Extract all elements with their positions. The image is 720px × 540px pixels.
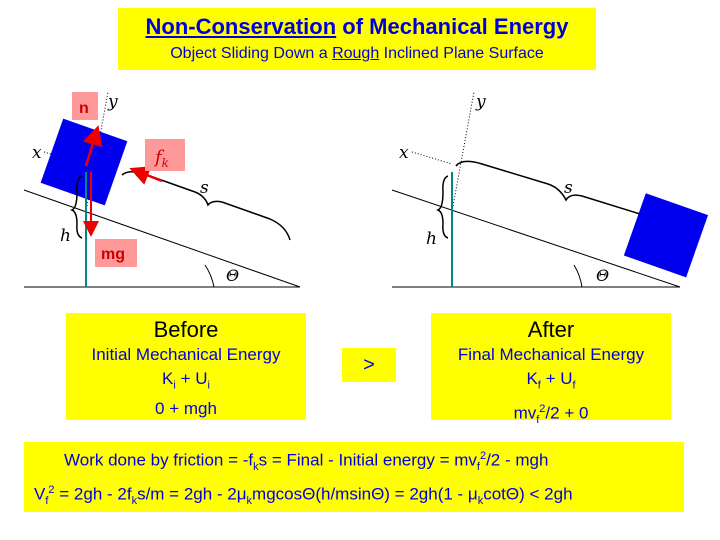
vf-p1: V bbox=[34, 484, 46, 504]
title-box: Non-Conservation of Mechanical Energy Ob… bbox=[118, 8, 596, 70]
s-label-right: s bbox=[564, 178, 573, 198]
work-sup-2: 2 bbox=[479, 450, 487, 462]
before-u: + U bbox=[175, 369, 208, 388]
h-brace-right bbox=[435, 175, 449, 239]
after-line-3: mvf2/2 + 0 bbox=[431, 397, 671, 432]
after-u: + U bbox=[540, 369, 573, 388]
angle-arc-left bbox=[204, 264, 215, 288]
before-line-3: 0 + mgh bbox=[155, 399, 217, 419]
after-u-sub: f bbox=[572, 379, 576, 392]
theta-label-right: Θ bbox=[596, 266, 609, 285]
y-axis-right bbox=[452, 91, 475, 207]
s-label-left: s bbox=[200, 178, 209, 198]
work-part-1: Work done by friction = -f bbox=[64, 450, 254, 470]
before-panel: Before Initial Mechanical Energy Ki + Ui… bbox=[66, 313, 306, 420]
work-sub-2: f bbox=[476, 461, 480, 474]
work-part-2: s = Final - Initial energy = mv bbox=[258, 450, 477, 470]
work-equation: Work done by friction = -fks = Final - I… bbox=[64, 450, 548, 473]
equations-box: Work done by friction = -fks = Final - I… bbox=[24, 442, 684, 512]
vf-s3: k bbox=[246, 495, 253, 508]
work-part-3: /2 - mgh bbox=[486, 450, 549, 470]
weight-label-box bbox=[95, 239, 137, 267]
x-label-right: x bbox=[399, 143, 409, 163]
vf-s4: k bbox=[477, 495, 484, 508]
page-subtitle: Object Sliding Down a Rough Inclined Pla… bbox=[118, 45, 596, 63]
weight-label: mg bbox=[101, 246, 125, 263]
vf-p3: s/m = 2gh - 2μ bbox=[137, 484, 247, 504]
before-u-sub: i bbox=[207, 379, 210, 392]
incline-surface-right bbox=[391, 189, 681, 288]
after-k: K bbox=[526, 369, 538, 388]
title-underlined: Non-Conservation bbox=[145, 14, 337, 39]
friction-arrow bbox=[129, 166, 163, 185]
theta-label-left: Θ bbox=[226, 266, 239, 285]
y-label-right: y bbox=[475, 92, 486, 112]
angle-arc-right bbox=[573, 264, 583, 288]
after-diagram: Θ y x h s bbox=[391, 91, 709, 288]
before-k-sub: i bbox=[173, 379, 176, 392]
after-line-2: Kf + Uf bbox=[431, 367, 671, 397]
h-label-right: h bbox=[426, 229, 437, 249]
incline-diagrams: Θ y x h s n fk mg Θ bbox=[23, 91, 709, 288]
sliding-block-left bbox=[40, 118, 128, 206]
vf-p4: mgcosΘ(h/msinΘ) = 2gh(1 - μ bbox=[252, 484, 478, 504]
subtitle-pre: Object Sliding Down a bbox=[170, 45, 333, 62]
x-axis-right bbox=[411, 151, 453, 165]
normal-force-arrow bbox=[83, 125, 103, 167]
normal-label-box bbox=[72, 92, 98, 120]
comparison-symbol: > bbox=[363, 354, 375, 376]
before-heading: Before bbox=[153, 317, 219, 342]
h-brace-left bbox=[69, 175, 83, 239]
work-sub-1: k bbox=[253, 461, 259, 474]
vf-sup1: 2 bbox=[48, 484, 55, 496]
page-title: Non-Conservation of Mechanical Energy bbox=[118, 14, 596, 40]
after-k-sub: f bbox=[537, 379, 541, 392]
subtitle-underlined: Rough bbox=[332, 45, 380, 62]
after-mv: mv bbox=[513, 404, 537, 424]
title-rest: of Mechanical Energy bbox=[336, 14, 569, 39]
after-mv-sup: 2 bbox=[539, 403, 546, 416]
after-panel: After Final Mechanical Energy Kf + Uf mv… bbox=[431, 313, 671, 426]
y-label-left: y bbox=[107, 92, 118, 112]
friction-label-box bbox=[145, 139, 185, 171]
after-heading: After bbox=[527, 317, 575, 342]
final-velocity-equation: Vf2 = 2gh - 2fks/m = 2gh - 2μkmgcosΘ(h/m… bbox=[34, 484, 573, 507]
normal-label: n bbox=[79, 100, 89, 117]
before-diagram: Θ y x h s n fk mg bbox=[23, 91, 301, 288]
after-line-1: Final Mechanical Energy bbox=[457, 345, 645, 364]
comparison-box: > bbox=[342, 348, 396, 382]
vf-s1: f bbox=[45, 495, 49, 508]
sliding-block-right bbox=[623, 193, 709, 278]
incline-surface-left bbox=[23, 189, 301, 288]
vf-p2: = 2gh - 2f bbox=[54, 484, 132, 504]
subtitle-post: Inclined Plane Surface bbox=[379, 45, 544, 62]
friction-label-sub: k bbox=[162, 156, 169, 170]
after-mv-sub: f bbox=[536, 414, 540, 427]
h-label-left: h bbox=[60, 226, 71, 246]
before-k: K bbox=[162, 369, 174, 388]
vf-p5: cotΘ) < 2gh bbox=[483, 484, 573, 504]
vf-s2: k bbox=[131, 495, 138, 508]
before-line-2: Ki + Ui bbox=[66, 367, 306, 397]
s-brace-right bbox=[455, 160, 661, 239]
x-label-left: x bbox=[32, 143, 42, 163]
before-line-1: Initial Mechanical Energy bbox=[91, 345, 281, 364]
after-rest: /2 + 0 bbox=[545, 404, 589, 424]
